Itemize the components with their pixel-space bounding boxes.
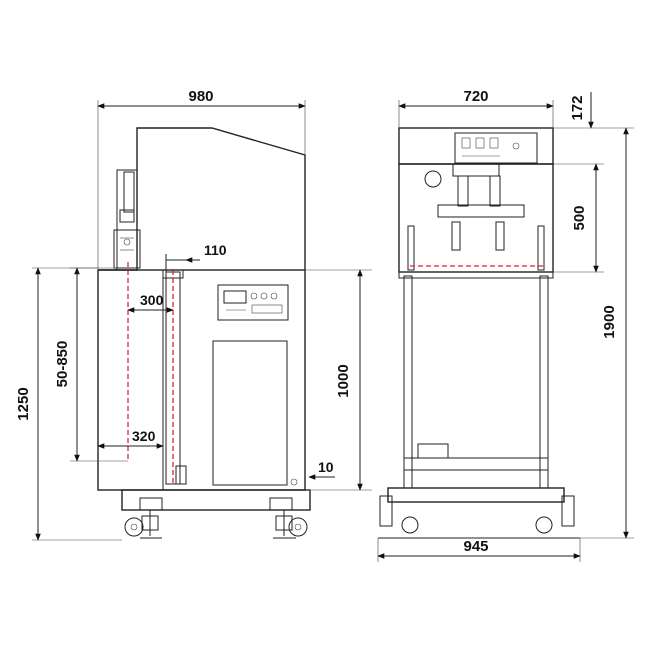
dim-172: 172 xyxy=(569,95,586,120)
dim-300: 300 xyxy=(140,292,164,308)
front-crossbar xyxy=(403,457,549,471)
dim-1250: 1250 xyxy=(15,387,32,420)
foot-left xyxy=(379,495,393,527)
side-screw xyxy=(290,478,298,486)
gauge-icon xyxy=(424,170,442,188)
dim-50-850: 50-850 xyxy=(54,341,71,388)
front-leg-right xyxy=(539,275,549,489)
cylinder-right xyxy=(489,175,501,207)
front-view: 720 172 500 1900 945 xyxy=(377,88,634,562)
dim-110: 110 xyxy=(204,242,227,258)
side-view: 980 1250 50-850 110 300 320 1000 10 xyxy=(15,88,372,541)
side-base xyxy=(121,489,311,539)
wheel-right xyxy=(535,516,553,534)
post-left xyxy=(407,225,415,271)
front-table xyxy=(398,271,554,279)
dim-720: 720 xyxy=(463,88,488,105)
meter-3 xyxy=(489,137,499,149)
front-chamber xyxy=(398,163,554,273)
dim-500: 500 xyxy=(571,205,588,230)
dim-1900: 1900 xyxy=(601,305,618,338)
front-control-panel xyxy=(454,132,538,164)
meter-2 xyxy=(475,137,485,149)
meter-1 xyxy=(461,137,471,149)
side-cut xyxy=(97,470,163,491)
dim-1000: 1000 xyxy=(335,364,352,397)
knob xyxy=(512,142,520,150)
chamber-top-block xyxy=(452,163,500,177)
seal-bar xyxy=(437,204,525,218)
rod-left xyxy=(451,221,461,251)
dim-980: 980 xyxy=(188,88,213,105)
side-control-panel xyxy=(217,284,289,321)
front-base xyxy=(387,487,565,503)
cylinder-left xyxy=(457,175,469,207)
dim-945: 945 xyxy=(463,538,488,555)
dim-320: 320 xyxy=(132,428,156,444)
front-box xyxy=(417,443,449,459)
side-door xyxy=(212,340,288,486)
side-cabinet xyxy=(97,269,306,491)
adjust-column xyxy=(162,269,187,486)
rod-right xyxy=(495,221,505,251)
dim-10: 10 xyxy=(318,459,334,475)
side-hood xyxy=(98,127,306,271)
front-leg-left xyxy=(403,275,413,489)
wheel-left xyxy=(401,516,419,534)
post-right xyxy=(537,225,545,271)
foot-right xyxy=(561,495,575,527)
sealing-head xyxy=(113,169,141,271)
